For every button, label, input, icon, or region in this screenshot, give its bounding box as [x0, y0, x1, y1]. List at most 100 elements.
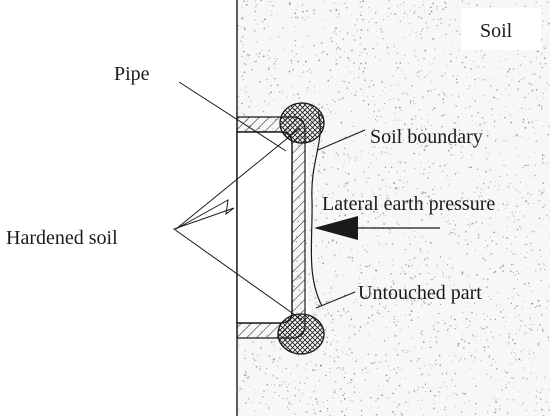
soil-speckle: [545, 44, 547, 46]
soil-speckle: [384, 151, 387, 154]
soil-speckle: [431, 365, 433, 367]
soil-speckle: [493, 271, 495, 274]
soil-speckle: [520, 79, 523, 81]
soil-speckle: [302, 10, 304, 13]
soil-speckle: [288, 2, 291, 4]
soil-speckle: [342, 351, 344, 353]
soil-speckle: [531, 231, 533, 233]
soil-speckle: [433, 63, 434, 64]
soil-speckle: [525, 332, 527, 334]
soil-speckle: [370, 305, 373, 308]
soil-speckle: [486, 315, 488, 317]
soil-speckle: [244, 92, 246, 94]
soil-speckle: [435, 321, 437, 323]
soil-speckle: [473, 180, 475, 181]
soil-speckle: [408, 314, 411, 316]
soil-speckle: [277, 360, 279, 362]
soil-speckle: [388, 53, 390, 55]
soil-speckle: [472, 335, 474, 337]
soil-speckle: [243, 47, 245, 49]
soil-speckle: [248, 398, 250, 400]
soil-speckle: [531, 302, 533, 305]
pipe-leader: [178, 81, 287, 152]
soil-speckle: [542, 388, 544, 390]
soil-speckle: [245, 86, 247, 88]
soil-speckle: [540, 398, 542, 400]
soil-speckle: [504, 116, 506, 119]
soil-speckle: [407, 350, 409, 352]
soil-speckle: [495, 361, 497, 363]
soil-speckle: [440, 17, 442, 20]
soil-speckle: [393, 316, 396, 318]
soil-speckle: [483, 278, 485, 280]
soil-speckle: [502, 270, 505, 272]
soil-speckle: [503, 66, 504, 68]
soil-speckle: [400, 70, 402, 72]
soil-speckle: [543, 57, 546, 60]
soil-speckle: [325, 183, 328, 186]
soil-speckle: [246, 91, 248, 93]
soil-speckle: [512, 216, 514, 217]
soil-speckle: [262, 110, 265, 113]
soil-speckle: [493, 120, 496, 123]
soil-speckle: [343, 247, 345, 248]
soil-speckle: [399, 161, 402, 164]
soil-speckle: [374, 12, 377, 14]
soil-boundary-leader: [317, 129, 366, 151]
soil-speckle: [533, 152, 535, 154]
soil-speckle: [520, 90, 522, 92]
soil-speckle: [301, 16, 304, 19]
soil-speckle: [463, 142, 465, 144]
soil-speckle: [370, 362, 373, 365]
soil-speckle: [331, 315, 333, 317]
soil-speckle: [413, 347, 415, 348]
soil-speckle: [547, 133, 550, 136]
soil-speckle: [432, 19, 434, 21]
soil-speckle: [351, 49, 354, 51]
soil-speckle: [449, 257, 451, 260]
soil-speckle: [491, 230, 492, 231]
soil-speckle: [405, 35, 407, 37]
soil-speckle: [530, 290, 532, 292]
soil-speckle: [538, 374, 539, 376]
soil-speckle: [330, 37, 332, 39]
soil-speckle: [428, 7, 430, 9]
soil-speckle: [243, 63, 245, 65]
soil-speckle: [462, 137, 464, 139]
soil-speckle: [449, 103, 451, 104]
soil-speckle: [454, 318, 456, 321]
soil-speckle: [504, 370, 506, 372]
soil-speckle: [542, 125, 544, 127]
soil-speckle: [544, 376, 546, 379]
soil-speckle: [435, 293, 437, 295]
soil-speckle: [467, 219, 469, 220]
soil-speckle: [454, 385, 457, 387]
soil-speckle: [395, 324, 397, 326]
soil-speckle: [328, 319, 330, 321]
soil-speckle: [433, 394, 436, 397]
soil-speckle: [494, 270, 497, 273]
untouched-part-label: Untouched part: [358, 282, 482, 304]
soil-speckle: [486, 286, 489, 289]
soil-speckle: [469, 59, 471, 61]
soil-speckle: [392, 280, 394, 282]
soil-speckle: [539, 76, 541, 78]
soil-speckle: [326, 410, 329, 412]
soil-speckle: [358, 329, 360, 332]
soil-speckle: [506, 204, 508, 206]
soil-speckle: [420, 219, 422, 222]
soil-speckle: [278, 384, 281, 387]
soil-speckle: [350, 49, 353, 52]
soil-speckle: [393, 321, 395, 324]
soil-speckle: [533, 230, 535, 233]
soil-speckle: [252, 341, 254, 343]
soil-speckle: [268, 49, 270, 52]
soil-speckle: [540, 191, 543, 194]
soil-speckle: [271, 4, 274, 7]
soil-speckle: [409, 161, 411, 163]
soil-speckle: [482, 312, 485, 315]
soil-speckle: [345, 202, 348, 204]
soil-speckle: [378, 174, 380, 176]
soil-speckle: [539, 304, 541, 307]
soil-speckle: [419, 273, 421, 275]
